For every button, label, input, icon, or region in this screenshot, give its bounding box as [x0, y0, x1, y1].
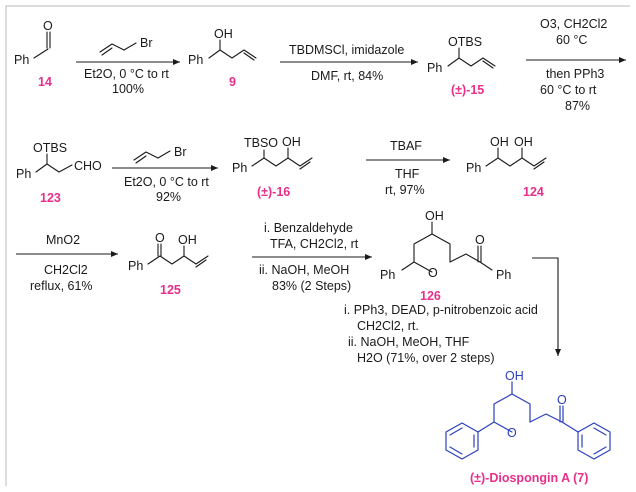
- reagent-2-bottom: DMF, rt, 84%: [311, 69, 383, 83]
- reagent-3-top1: O3, CH2Cl2: [540, 17, 607, 31]
- compound-14: Ph O 14: [14, 19, 53, 89]
- reagent-3-bottom3: 87%: [565, 99, 590, 113]
- step-4: Br Et2O, 0 °C to rt 92%: [112, 145, 218, 204]
- compound-124: Ph OH OH 124: [466, 135, 547, 199]
- atom-cho: CHO: [74, 159, 102, 173]
- arrow-8: [532, 257, 561, 356]
- atom-oh: OH: [214, 27, 233, 41]
- reagent-1-cond: Et2O, 0 °C to rt: [84, 67, 169, 81]
- label-14: 14: [38, 75, 52, 89]
- reagent-6-bottom1: CH2Cl2: [44, 263, 88, 277]
- label-125: 125: [160, 283, 181, 297]
- reagent-7-top2: TFA, CH2Cl2, rt: [270, 237, 359, 251]
- label-16: (±)-16: [257, 185, 290, 199]
- step-1: Br Et2O, 0 °C to rt 100%: [76, 36, 180, 96]
- allyl-bromide-1: Br: [99, 36, 153, 56]
- step-6: MnO2 CH2Cl2 reflux, 61%: [16, 233, 118, 293]
- reagent-8-line4: H2O (71%, over 2 steps): [357, 351, 495, 365]
- atom-ph: Ph: [427, 61, 442, 75]
- reagent-7-bottom2: 83% (2 Steps): [272, 279, 351, 293]
- atom-o-ring: O: [507, 426, 517, 440]
- reagent-5-bottom1: THF: [395, 167, 420, 181]
- step-3: O3, CH2Cl2 60 °C then PPh3 60 °C to rt 8…: [526, 17, 626, 113]
- reagent-5-top: TBAF: [390, 139, 422, 153]
- step-7: i. Benzaldehyde TFA, CH2Cl2, rt ii. NaOH…: [252, 221, 372, 293]
- atom-oh: OH: [514, 135, 533, 149]
- label-124: 124: [523, 185, 544, 199]
- reagent-3-bottom2: 60 °C to rt: [540, 83, 597, 97]
- atom-ph: Ph: [496, 268, 511, 282]
- label-15: (±)-15: [451, 83, 484, 97]
- atom-o: O: [155, 231, 165, 245]
- atom-ph: Ph: [380, 268, 395, 282]
- atom-o: O: [43, 19, 53, 33]
- reagent-6-bottom2: reflux, 61%: [30, 279, 93, 293]
- atom-br: Br: [140, 36, 153, 50]
- reagent-8-line1: i. PPh3, DEAD, p-nitrobenzoic acid: [344, 303, 538, 317]
- phenyl-right: [577, 422, 611, 460]
- step-2: TBDMSCl, imidazole DMF, rt, 84%: [280, 43, 418, 83]
- atom-ph: Ph: [128, 259, 143, 273]
- step-5: TBAF THF rt, 97%: [366, 139, 450, 197]
- atom-ph: Ph: [466, 161, 481, 175]
- label-123: 123: [40, 191, 61, 205]
- reagent-7-bottom1: ii. NaOH, MeOH: [259, 263, 349, 277]
- label-7: (±)-Diospongin A (7): [470, 471, 588, 485]
- atom-o: O: [475, 233, 485, 247]
- atom-o-ring: O: [428, 266, 438, 280]
- scheme-frame: [5, 5, 630, 486]
- reagent-8-line2: CH2Cl2, rt.: [357, 319, 419, 333]
- compound-7: OH O O (±)-Diospongin A (7): [445, 369, 611, 485]
- compound-16: Ph TBSO OH (±)-16: [232, 135, 313, 199]
- label-126: 126: [420, 289, 441, 303]
- atom-ph: Ph: [16, 167, 31, 181]
- atom-oh: OH: [425, 209, 444, 223]
- label-9: 9: [229, 75, 236, 89]
- atom-oh: OH: [505, 369, 524, 383]
- atom-tbso: TBSO: [244, 136, 278, 150]
- step-8: i. PPh3, DEAD, p-nitrobenzoic acid CH2Cl…: [344, 257, 561, 365]
- atom-otbs: OTBS: [33, 141, 67, 155]
- compound-125: Ph O OH 125: [128, 231, 209, 297]
- compound-123: Ph OTBS CHO 123: [16, 141, 102, 205]
- atom-ph: Ph: [188, 53, 203, 67]
- reagent-5-bottom2: rt, 97%: [385, 183, 425, 197]
- reagent-8-line3: ii. NaOH, MeOH, THF: [348, 335, 470, 349]
- atom-o: O: [557, 393, 567, 407]
- atom-oh: OH: [490, 135, 509, 149]
- reagent-1-yield: 100%: [112, 82, 144, 96]
- atom-ph: Ph: [14, 53, 29, 67]
- reagent-4-cond: Et2O, 0 °C to rt: [124, 175, 209, 189]
- allyl-bromide-2: Br: [133, 145, 187, 164]
- compound-9: Ph OH 9: [188, 27, 257, 89]
- atom-ph: Ph: [232, 161, 247, 175]
- reagent-3-top2: 60 °C: [556, 33, 587, 47]
- phenyl-left: [445, 422, 479, 460]
- reagent-4-yield: 92%: [156, 190, 181, 204]
- atom-oh: OH: [282, 135, 301, 149]
- atom-otbs: OTBS: [448, 35, 482, 49]
- atom-br: Br: [174, 145, 187, 159]
- compound-126: OH O Ph O Ph 126: [380, 209, 511, 303]
- atom-oh: OH: [178, 233, 197, 247]
- reagent-2-top: TBDMSCl, imidazole: [289, 43, 404, 57]
- reagent-7-top1: i. Benzaldehyde: [264, 221, 353, 235]
- reagent-3-bottom1: then PPh3: [546, 67, 604, 81]
- reagent-6-top: MnO2: [46, 233, 80, 247]
- compound-15: Ph OTBS (±)-15: [427, 35, 496, 97]
